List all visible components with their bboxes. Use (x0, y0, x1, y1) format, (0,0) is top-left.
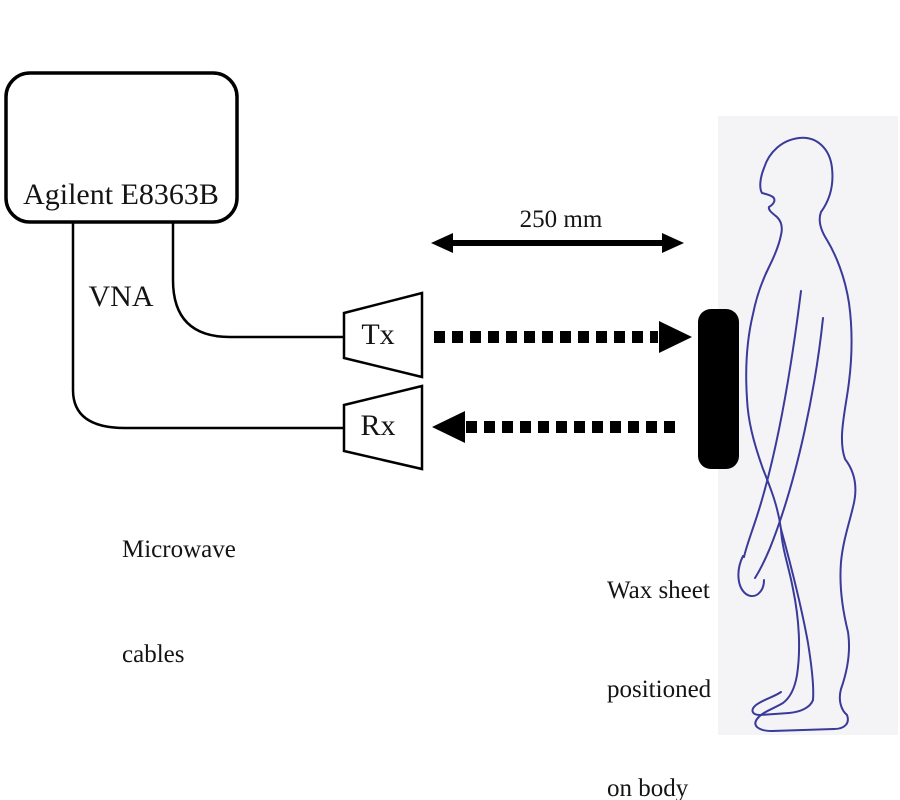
body-far-leg-path (780, 528, 815, 701)
body-arm-front-path (743, 290, 802, 558)
wax-sheet-label: Wax sheet positioned on body (607, 508, 711, 800)
distance-arrow-left-head (431, 233, 453, 253)
cable-to-rx-path (71, 223, 343, 430)
cables-label-line1: Microwave (122, 536, 236, 563)
tx-signal-arrowhead (659, 321, 692, 353)
distance-arrow-shaft (448, 240, 668, 246)
microwave-cables (71, 223, 343, 430)
vna-label: Agilent E8363B VNA (5, 110, 237, 382)
wax-label-line3: on body (607, 775, 689, 800)
body-background (718, 116, 898, 735)
microwave-cables-label: Microwave cables (122, 462, 236, 742)
vna-box (4, 71, 239, 224)
wax-sheet (698, 309, 739, 469)
body-far-foot-path (751, 691, 814, 717)
body-arm-back-path (754, 317, 824, 579)
distance-label: 250 mm (519, 206, 603, 233)
rx-signal-arrowhead (432, 411, 465, 443)
body-hand-path (737, 555, 765, 598)
vna-label-line1: Agilent E8363B (23, 178, 219, 211)
rx-antenna-label: Rx (360, 409, 396, 442)
distance-arrow (431, 233, 684, 253)
distance-arrow-right-head (662, 233, 684, 253)
rx-signal-arrow (432, 411, 680, 443)
vna-label-line2: VNA (88, 280, 154, 313)
cables-label-line2: cables (122, 641, 185, 668)
wax-label-line2: positioned (607, 676, 712, 703)
human-body-outline (737, 136, 857, 733)
tx-signal-arrow (434, 321, 692, 353)
body-silhouette-path (745, 136, 857, 733)
tx-horn-antenna (342, 291, 424, 379)
tx-antenna-label: Tx (361, 318, 395, 351)
wax-label-line1: Wax sheet (607, 577, 710, 604)
cable-to-tx-path (171, 223, 343, 339)
rx-horn-antenna (342, 384, 424, 471)
